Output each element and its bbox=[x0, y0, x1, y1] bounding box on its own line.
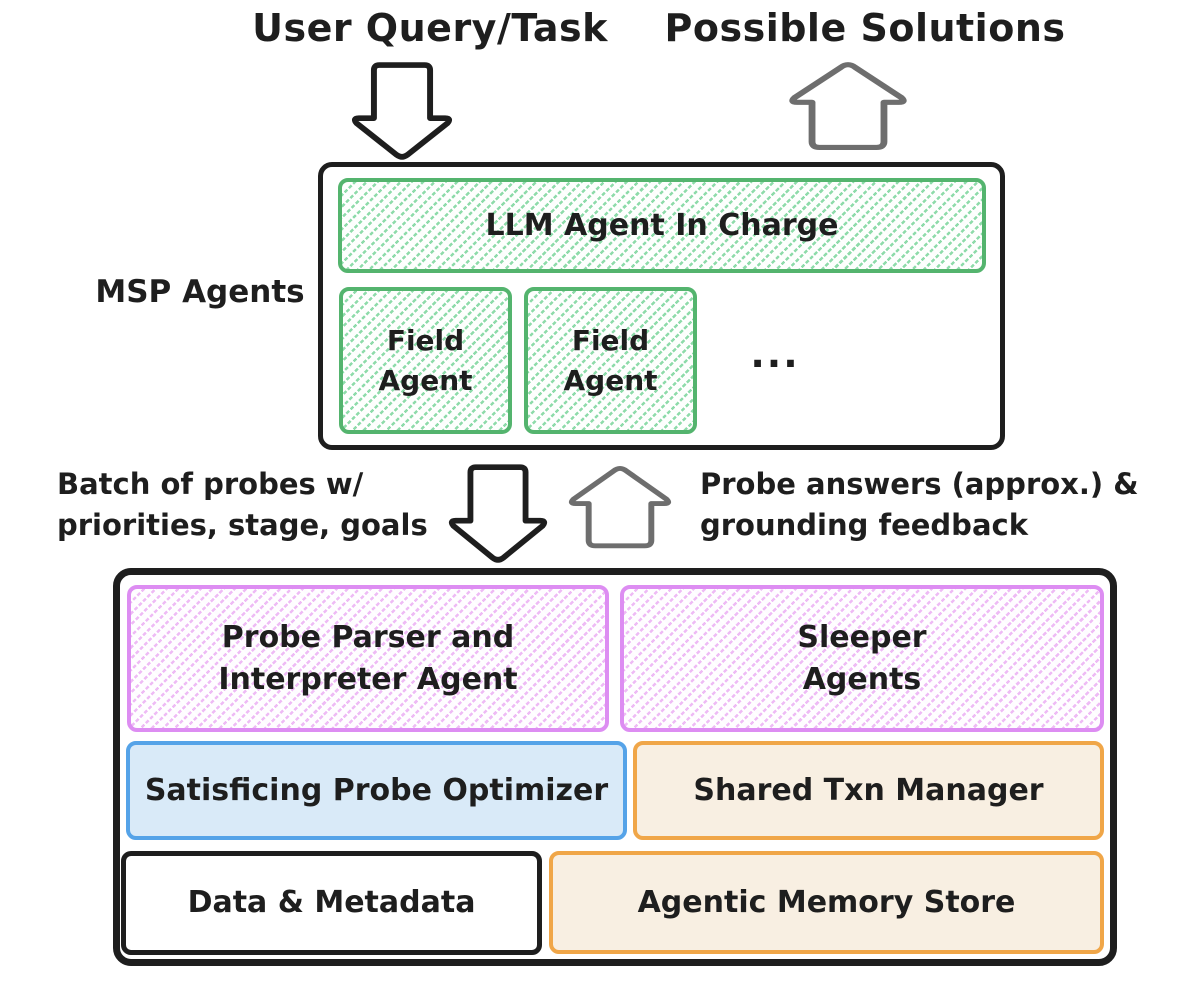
batch-probes-label: Batch of probes w/ priorities, stage, go… bbox=[57, 464, 428, 546]
sleeper-agents-box: Sleeper Agents bbox=[620, 585, 1104, 732]
satisficing-probe-optimizer-label: Satisficing Probe Optimizer bbox=[144, 772, 609, 808]
probe-answers-line1: Probe answers (approx.) & bbox=[700, 467, 1139, 501]
msp-agents-label: MSP Agents bbox=[95, 274, 305, 310]
shared-txn-manager-box: Shared Txn Manager bbox=[633, 741, 1104, 840]
more-agents-ellipsis: ... bbox=[750, 332, 800, 376]
batch-probes-line2: priorities, stage, goals bbox=[57, 508, 428, 542]
data-metadata-label: Data & Metadata bbox=[187, 885, 476, 920]
probe-answers-label: Probe answers (approx.) & grounding feed… bbox=[700, 464, 1139, 546]
probe-parser-label-line2: Interpreter Agent bbox=[218, 661, 518, 697]
down-arrow-icon bbox=[351, 62, 453, 160]
batch-probes-line1: Batch of probes w/ bbox=[57, 467, 364, 501]
up-arrow-icon bbox=[568, 465, 672, 549]
field-agent-label-line1: Field bbox=[571, 323, 650, 357]
agentic-memory-store-label: Agentic Memory Store bbox=[637, 884, 1016, 920]
field-agent-label-line2: Agent bbox=[563, 363, 658, 397]
field-agent-label-line2: Agent bbox=[378, 363, 473, 397]
sleeper-agents-label-line2: Agents bbox=[802, 661, 922, 697]
probe-parser-interpreter-box: Probe Parser and Interpreter Agent bbox=[127, 585, 609, 732]
user-query-title: User Query/Task bbox=[252, 6, 608, 50]
probe-parser-label-line1: Probe Parser and bbox=[221, 619, 515, 655]
up-arrow-icon bbox=[789, 62, 907, 151]
field-agent-box-1: Field Agent bbox=[339, 287, 512, 434]
satisficing-probe-optimizer-box: Satisficing Probe Optimizer bbox=[126, 741, 627, 840]
data-metadata-box: Data & Metadata bbox=[121, 851, 542, 955]
field-agent-box-2: Field Agent bbox=[524, 287, 697, 434]
llm-agent-in-charge-label: LLM Agent In Charge bbox=[485, 207, 839, 243]
agentic-memory-store-box: Agentic Memory Store bbox=[549, 851, 1104, 954]
down-arrow-icon bbox=[448, 464, 548, 563]
sleeper-agents-label-line1: Sleeper bbox=[797, 619, 927, 655]
llm-agent-in-charge-box: LLM Agent In Charge bbox=[338, 178, 986, 273]
field-agent-label-line1: Field bbox=[386, 323, 465, 357]
probe-answers-line2: grounding feedback bbox=[700, 508, 1028, 542]
possible-solutions-title: Possible Solutions bbox=[664, 6, 1066, 50]
shared-txn-manager-label: Shared Txn Manager bbox=[693, 772, 1044, 808]
